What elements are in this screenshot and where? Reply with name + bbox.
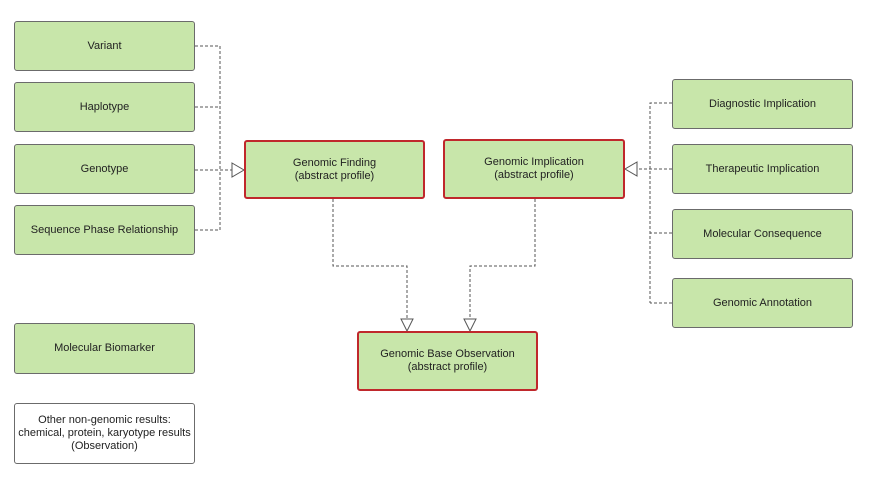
- therapeutic-implication-label: Therapeutic Implication: [705, 162, 820, 175]
- genomic-base-subtitle: (abstract profile): [407, 361, 488, 373]
- connector-variant: [195, 45, 221, 170]
- genomic-implication-title: Genomic Implication: [484, 156, 584, 168]
- genomic-annotation-box: Genomic Annotation: [672, 278, 853, 328]
- genotype-label: Genotype: [80, 162, 129, 175]
- therapeutic-implication-box: Therapeutic Implication: [672, 144, 853, 194]
- diagnostic-implication-box: Diagnostic Implication: [672, 79, 853, 129]
- molecular-consequence-box: Molecular Consequence: [672, 209, 853, 259]
- arrowhead-finding: [231, 162, 245, 178]
- haplotype-label: Haplotype: [79, 100, 130, 113]
- genomic-finding-subtitle: (abstract profile): [294, 169, 375, 182]
- variant-label: Variant: [87, 39, 122, 52]
- genomic-finding-title: Genomic Finding: [292, 156, 377, 169]
- arrowhead-base-left: [400, 318, 414, 333]
- connector-diagnostic: [649, 102, 672, 303]
- other-results-line3: (Observation): [71, 440, 138, 452]
- genomic-base-title: Genomic Base Observation: [380, 348, 515, 360]
- genomic-implication-subtitle: (abstract profile): [494, 169, 574, 181]
- molecular-biomarker-box: Molecular Biomarker: [14, 323, 195, 374]
- connector-sequence-phase: [195, 170, 221, 231]
- diagnostic-implication-label: Diagnostic Implication: [709, 97, 816, 110]
- other-results-box: Other non-genomic results: chemical, pro…: [14, 403, 195, 464]
- variant-box: Variant: [14, 21, 195, 71]
- genomic-finding-box: Genomic Finding (abstract profile): [244, 140, 425, 199]
- other-results-line1: Other non-genomic results:: [38, 414, 171, 426]
- haplotype-box: Haplotype: [14, 82, 195, 132]
- connector-implication-to-base: [469, 199, 536, 319]
- arrowhead-base-right: [463, 318, 477, 333]
- sequence-phase-box: Sequence Phase Relationship: [14, 205, 195, 255]
- sequence-phase-label: Sequence Phase Relationship: [30, 223, 179, 236]
- genomic-implication-box: Genomic Implication (abstract profile): [443, 139, 625, 199]
- arrowhead-implication: [624, 161, 638, 177]
- molecular-biomarker-label: Molecular Biomarker: [54, 342, 155, 354]
- genotype-box: Genotype: [14, 144, 195, 194]
- genomic-base-observation-box: Genomic Base Observation (abstract profi…: [357, 331, 538, 391]
- genomic-annotation-label: Genomic Annotation: [712, 296, 813, 309]
- other-results-line2: chemical, protein, karyotype results: [18, 427, 191, 439]
- molecular-consequence-label: Molecular Consequence: [703, 227, 822, 240]
- connector-finding-to-base: [332, 199, 408, 319]
